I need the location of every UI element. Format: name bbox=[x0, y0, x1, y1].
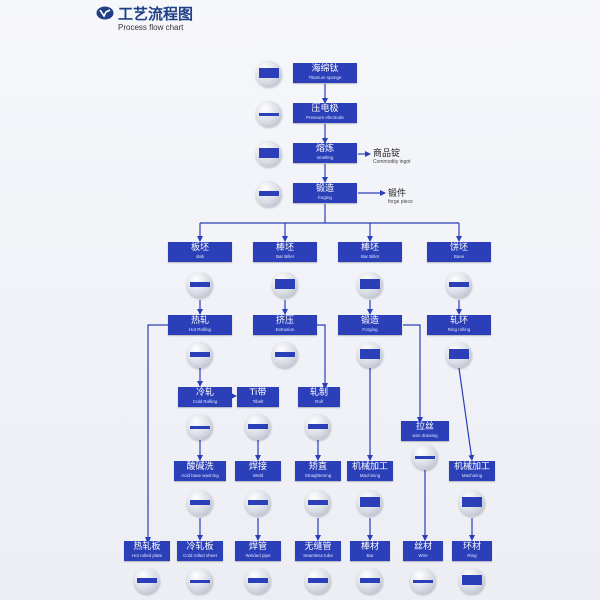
product-ring: 环材 Ring bbox=[452, 541, 492, 561]
product-welded-pipe: 焊管 Welded pipe bbox=[235, 541, 281, 561]
step-cold-rolling: 冷轧 Cold Rolling bbox=[178, 387, 232, 407]
titanium-sponge-icon bbox=[256, 61, 282, 87]
base-icon bbox=[446, 272, 472, 298]
smelting-icon bbox=[256, 141, 282, 167]
step-ring-rolling: 轧环 Ring rolling bbox=[427, 315, 491, 335]
step-roll: 轧制 Roll bbox=[298, 387, 340, 407]
step-hot-rolling: 热轧 Hot Rolling bbox=[168, 315, 232, 335]
straightening-icon bbox=[305, 490, 331, 516]
forging-icon bbox=[256, 181, 282, 207]
blank-slab: 板坯 slab bbox=[168, 242, 232, 262]
commodity-ingot-label: 商品锭 Commodity ingot bbox=[373, 149, 411, 165]
product-bar: 棒材 Bar bbox=[350, 541, 390, 561]
hot-rolling-icon bbox=[187, 342, 213, 368]
step-ti-belt: Ti带 Tibelt bbox=[237, 387, 279, 407]
bar-billet-icon bbox=[272, 272, 298, 298]
pressure-electrode-icon bbox=[256, 101, 282, 127]
seamless-tube-icon bbox=[305, 568, 331, 594]
forge-piece-label: 锻件 forge piece bbox=[388, 189, 413, 205]
step-machining-2: 机械加工 Machining bbox=[449, 461, 495, 481]
bar-icon bbox=[357, 568, 383, 594]
step-titanium-sponge: 海绵钛 Titanium sponge bbox=[293, 63, 357, 83]
ring-rolling-icon bbox=[446, 342, 472, 368]
product-cold-rolled-sheet: 冷轧板 Cold rolled sheet bbox=[177, 541, 223, 561]
step-weld: 焊接 Weld bbox=[235, 461, 281, 481]
product-seamless-tube: 无缝管 Seamless tube bbox=[295, 541, 341, 561]
wire-icon bbox=[410, 568, 436, 594]
roll-icon bbox=[305, 414, 331, 440]
machining-icon bbox=[459, 490, 485, 516]
acid-base-washing-icon bbox=[187, 490, 213, 516]
ring-icon bbox=[459, 568, 485, 594]
wire-drawing-icon bbox=[412, 444, 438, 470]
step-smelting: 熔炼 smelting bbox=[293, 143, 357, 163]
step-pressure-electrode: 压电极 Pressure electrode bbox=[293, 103, 357, 123]
machining-icon bbox=[357, 490, 383, 516]
slab-icon bbox=[187, 272, 213, 298]
step-machining-1: 机械加工 Machining bbox=[347, 461, 393, 481]
ti-belt-icon bbox=[245, 414, 271, 440]
page-subtitle: Process flow chart bbox=[118, 23, 184, 32]
cold-rolling-icon bbox=[187, 414, 213, 440]
company-logo-icon bbox=[96, 6, 114, 20]
step-wire-drawing: 拉丝 wire drawing bbox=[401, 421, 449, 441]
step-acid-base-washing: 酸碱洗 Acid base washing bbox=[174, 461, 226, 481]
product-hot-rolled-plate: 热轧板 Hot rolled plate bbox=[124, 541, 170, 561]
header: 工艺流程图 Process flow chart bbox=[96, 4, 396, 44]
hot-rolled-plate-icon bbox=[134, 568, 160, 594]
step-straightening: 矫直 Straightening bbox=[295, 461, 341, 481]
blank-base: 饼坯 Base bbox=[427, 242, 491, 262]
forging-2-icon bbox=[357, 342, 383, 368]
page-title: 工艺流程图 bbox=[118, 5, 194, 23]
weld-icon bbox=[245, 490, 271, 516]
product-wire: 丝材 Wire bbox=[403, 541, 443, 561]
cold-rolled-sheet-icon bbox=[187, 568, 213, 594]
welded-pipe-icon bbox=[245, 568, 271, 594]
extrusion-icon bbox=[272, 342, 298, 368]
bar-billet-icon bbox=[357, 272, 383, 298]
step-extrusion: 挤压 Extrusion bbox=[253, 315, 317, 335]
step-forging: 锻造 forging bbox=[293, 183, 357, 203]
blank-bar-billet-2: 棒坯 Bar Billet bbox=[338, 242, 402, 262]
blank-bar-billet-1: 棒坯 Bar Billet bbox=[253, 242, 317, 262]
step-forging-2: 锻造 Forging bbox=[338, 315, 402, 335]
